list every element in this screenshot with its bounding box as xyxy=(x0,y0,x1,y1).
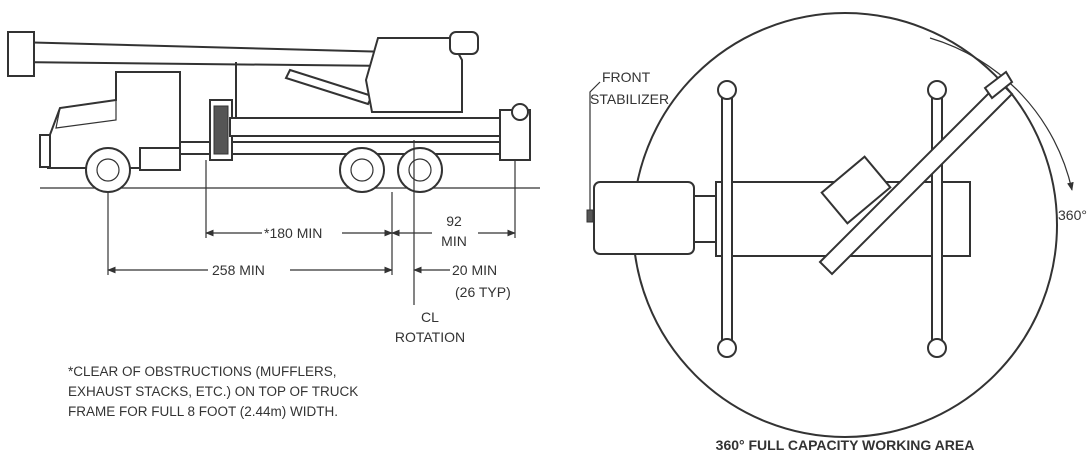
working-area-caption: 360° FULL CAPACITY WORKING AREA xyxy=(716,437,975,453)
dim-180-label: *180 MIN xyxy=(264,225,322,241)
crane-cab-top xyxy=(820,155,892,225)
front-stabilizer-tip xyxy=(586,209,594,223)
boom-top xyxy=(818,80,1014,276)
dim-92-label-top: 92 xyxy=(446,213,462,229)
stabilizer-detail xyxy=(213,105,229,155)
rear-stabilizer-beam xyxy=(931,95,943,347)
front-wheel xyxy=(85,147,131,193)
lift-cylinder xyxy=(284,68,374,106)
cab-hood xyxy=(55,99,117,129)
crane-boom xyxy=(13,40,391,68)
stabilizer-pad-rear-bottom xyxy=(927,338,947,358)
dimension-labels: *180 MIN 92 MIN 258 MIN 20 MIN (26 TYP) … xyxy=(212,213,511,345)
front-bumper xyxy=(39,134,51,168)
operator-cab xyxy=(364,37,463,113)
cab-coupling xyxy=(693,195,717,243)
dim-258-label: 258 MIN xyxy=(212,262,265,278)
cab-step xyxy=(139,147,181,171)
stabilizer-pad-front-top xyxy=(717,80,737,100)
rear-stabilizer-pad xyxy=(511,103,529,121)
rotation-360-label: 360° xyxy=(1058,207,1087,223)
truck-top-view xyxy=(586,12,1074,438)
crane-deck xyxy=(229,117,521,137)
truck-side-view xyxy=(7,31,540,193)
dim-92-label-bottom: MIN xyxy=(441,233,467,249)
rear-wheel-1 xyxy=(339,147,385,193)
cab-counterweight xyxy=(449,31,479,55)
stabilizer-pad-rear-top xyxy=(927,80,947,100)
note-line-1: *CLEAR OF OBSTRUCTIONS (MUFFLERS, xyxy=(68,364,337,379)
boom-tip-top xyxy=(983,70,1014,100)
boom-tip xyxy=(7,31,35,77)
dim-20-label-bottom: (26 TYP) xyxy=(455,284,511,300)
top-view-labels: FRONT STABILIZER 360° 360° FULL CAPACITY… xyxy=(590,69,1087,453)
cl-label: CL xyxy=(421,309,439,325)
front-stabilizer-beam xyxy=(721,95,733,347)
front-label: FRONT xyxy=(602,69,651,85)
rotation-label: ROTATION xyxy=(395,329,465,345)
rear-wheel-2 xyxy=(397,147,443,193)
truck-cab-top xyxy=(593,181,695,255)
note-line-3: FRAME FOR FULL 8 FOOT (2.44m) WIDTH. xyxy=(68,404,338,419)
dimension-lines xyxy=(107,140,516,305)
dim-20-label-top: 20 MIN xyxy=(452,262,497,278)
stabilizer-label: STABILIZER xyxy=(590,91,669,107)
note-line-2: EXHAUST STACKS, ETC.) ON TOP OF TRUCK xyxy=(68,384,358,399)
rotation-arrow xyxy=(929,37,1074,191)
clearance-note: *CLEAR OF OBSTRUCTIONS (MUFFLERS, EXHAUS… xyxy=(68,364,358,419)
front-stabilizer-leader xyxy=(589,81,601,210)
stabilizer-pad-front-bottom xyxy=(717,338,737,358)
